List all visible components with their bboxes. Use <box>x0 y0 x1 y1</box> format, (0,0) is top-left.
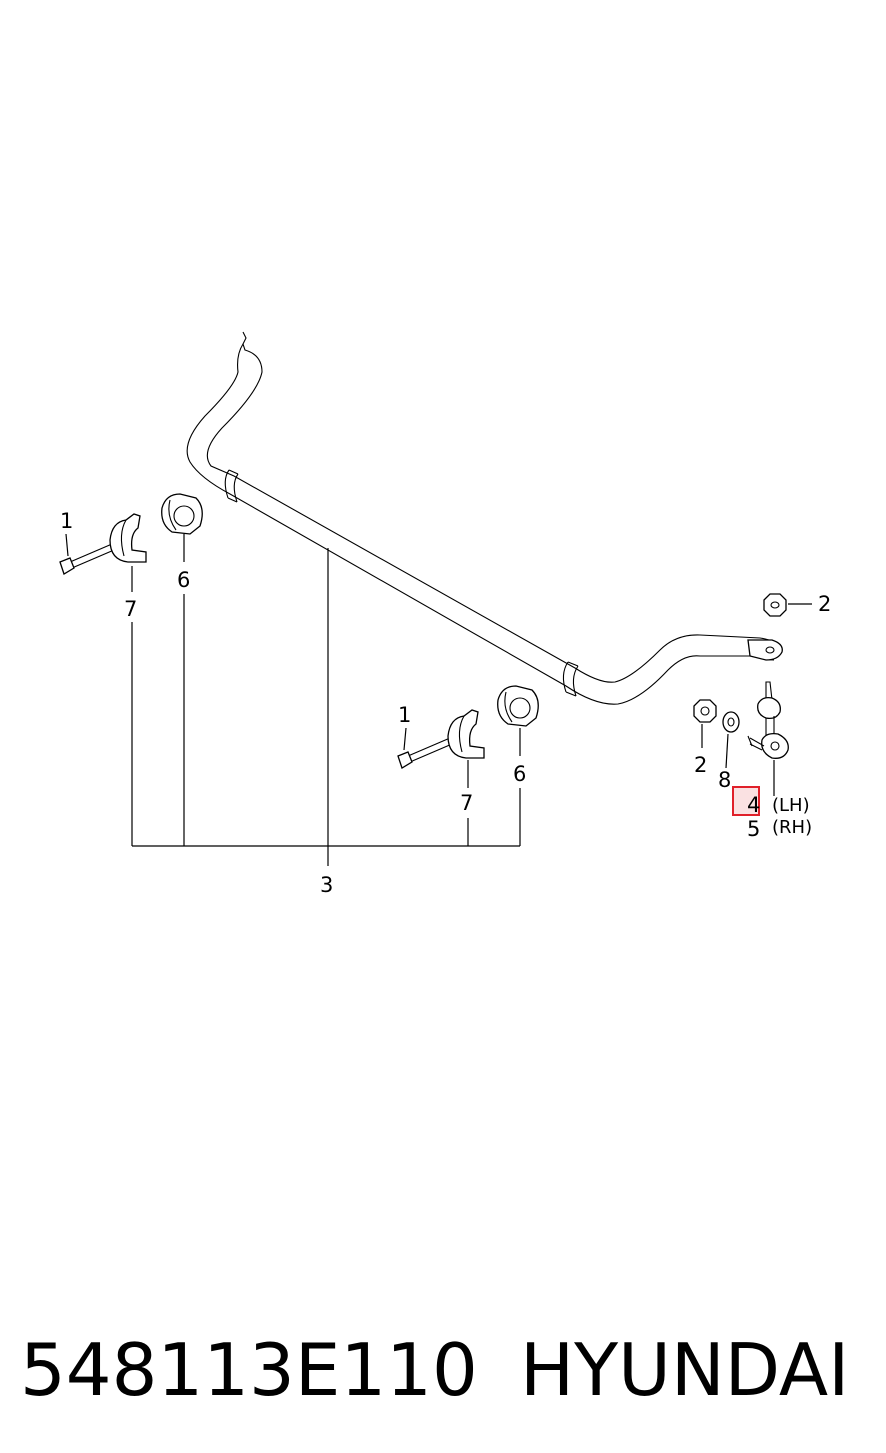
callout-labels: 1 7 6 1 7 6 3 2 2 8 <box>60 509 831 897</box>
callout-bracket-left: 7 <box>124 597 137 621</box>
leader-lines <box>65 533 812 866</box>
bolt-right <box>397 737 453 769</box>
callout-bar: 3 <box>320 873 333 897</box>
callout-bolt-left: 1 <box>60 509 73 533</box>
nut-bottom <box>693 699 717 723</box>
bracket-right <box>447 709 485 759</box>
nut-top <box>763 593 787 617</box>
washer <box>722 711 740 733</box>
bracket-left <box>109 513 147 563</box>
callout-bolt-right: 1 <box>398 703 411 727</box>
stabilizer-bar <box>186 331 783 705</box>
part-number: 548113E110 <box>20 1328 478 1412</box>
callout-bushing-left: 6 <box>177 568 190 592</box>
bushing-right <box>497 685 539 727</box>
callout-bushing-right: 6 <box>513 762 526 786</box>
callout-link-lh: 4 <box>747 793 760 817</box>
stabilizer-link <box>747 681 789 759</box>
brand-name: HYUNDAI <box>520 1328 849 1412</box>
callout-washer: 8 <box>718 768 731 792</box>
bolt-left <box>59 537 121 575</box>
bushing-left <box>161 493 203 535</box>
label-rh: (RH) <box>772 817 812 838</box>
callout-link-rh: 5 <box>747 817 760 841</box>
callout-bracket-right: 7 <box>460 791 473 815</box>
highlight-box <box>732 786 760 816</box>
label-lh: (LH) <box>772 795 810 816</box>
callout-nut-top: 2 <box>818 592 831 616</box>
callout-nut-bottom: 2 <box>694 753 707 777</box>
